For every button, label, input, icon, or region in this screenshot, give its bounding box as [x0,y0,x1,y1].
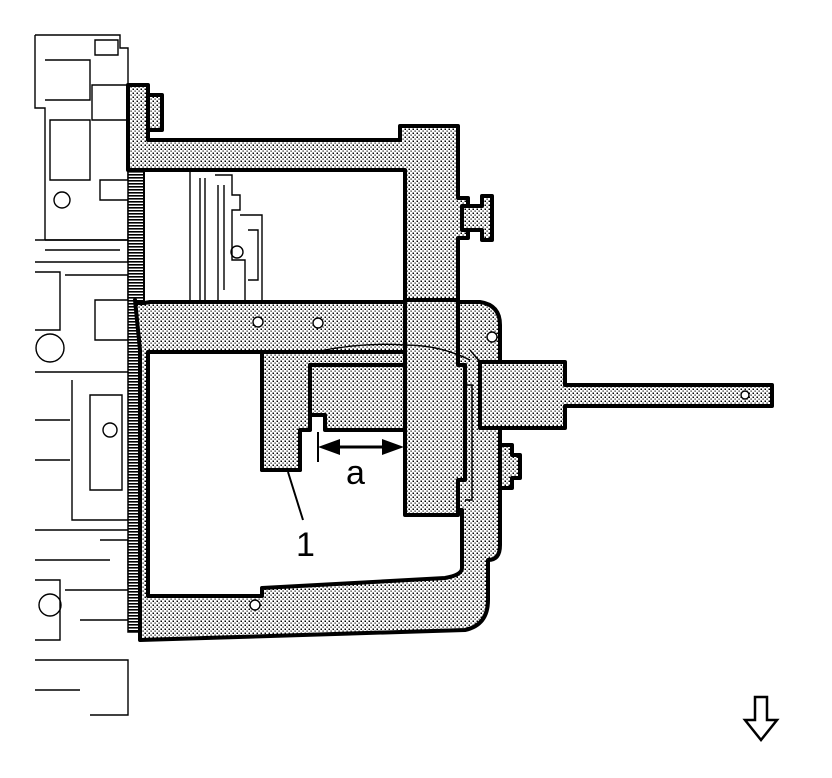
callout-1-leader [287,471,304,521]
puller-tool [126,83,774,642]
dimension-a-label: a [346,454,365,492]
dimension-a-arrow [317,432,405,462]
callout-1-label: 1 [296,526,315,564]
drum-upper [146,168,407,300]
down-arrow-icon [742,695,780,743]
engine-block [34,34,129,716]
